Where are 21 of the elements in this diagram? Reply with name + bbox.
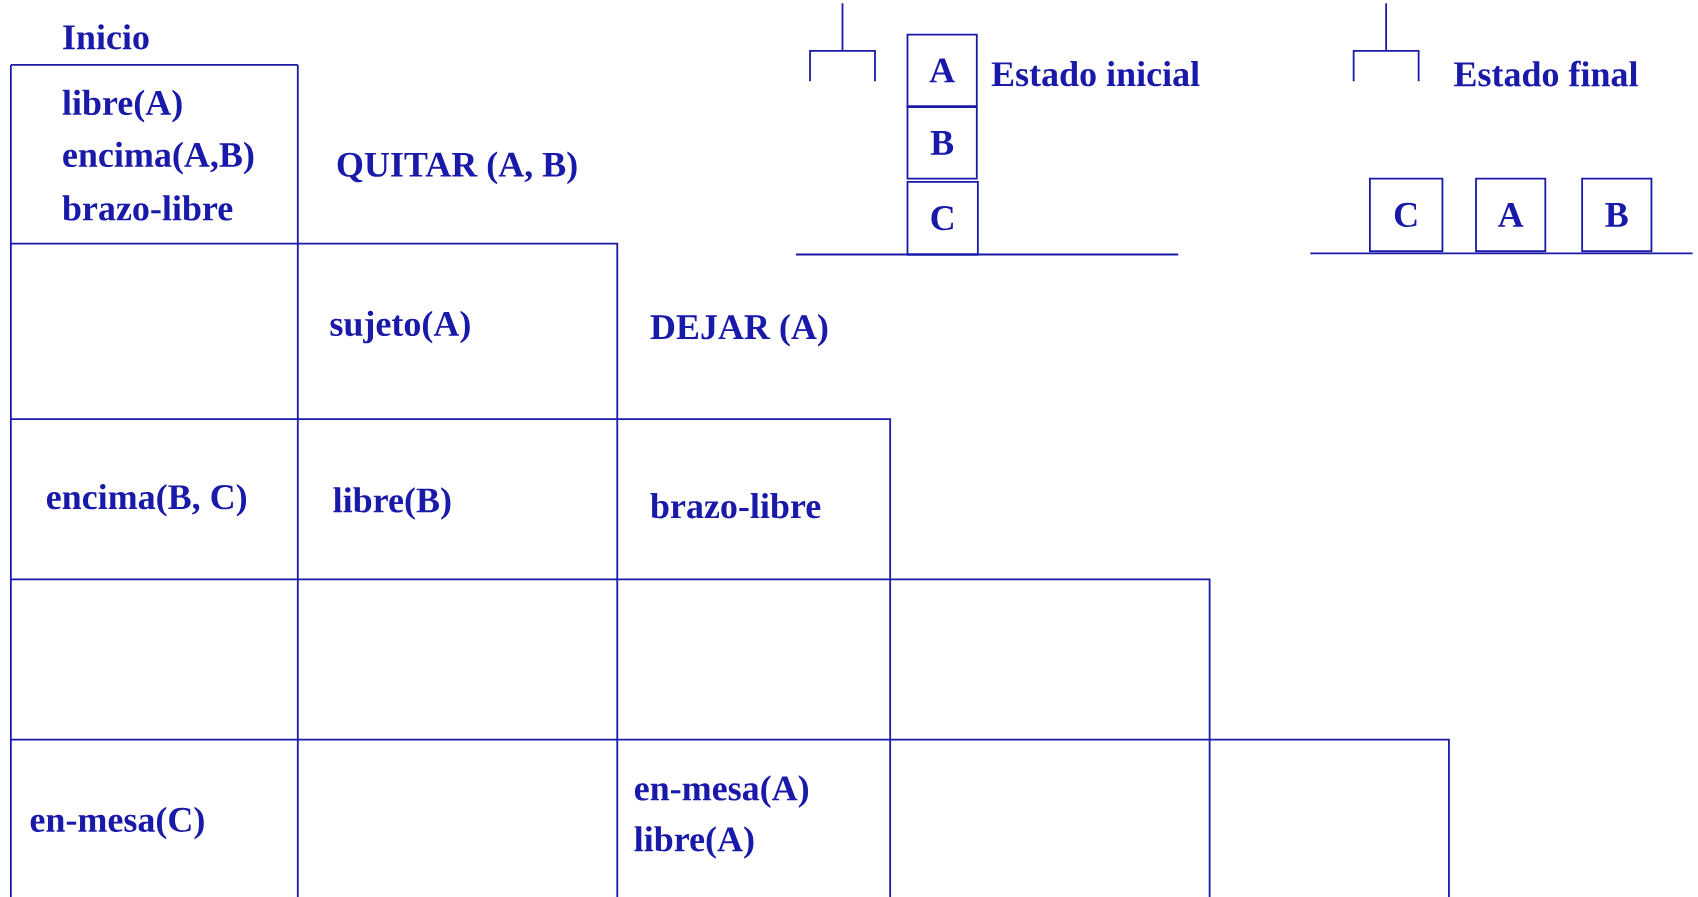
cell-text: brazo-libre (62, 195, 233, 221)
cell-text: Inicio (63, 24, 149, 50)
cell-text: Estado final (1454, 60, 1638, 87)
block-box: A (906, 33, 978, 108)
cell-text: QUITAR (A, B) (337, 151, 577, 185)
block-box: B (906, 106, 978, 180)
cell-text: DEJAR (A) (650, 314, 828, 347)
block-box: C (906, 181, 979, 256)
cell-text: sujeto(A) (330, 310, 470, 344)
cell-text: libre(A) (62, 89, 182, 123)
block-box: B (1581, 177, 1653, 253)
block-box: A (1475, 177, 1547, 253)
cell-text: encima(B, C) (46, 484, 247, 517)
cell-text: en-mesa(C) (30, 806, 204, 840)
cell-text: encima(A,B) (63, 141, 254, 175)
cell-text: libre(B) (333, 487, 451, 520)
cell-text: libre(A) (634, 826, 754, 859)
cell-text: brazo-libre (650, 493, 821, 519)
cell-text: Estado inicial (991, 61, 1200, 87)
block-box: C (1369, 177, 1444, 253)
cell-text: en-mesa(A) (634, 775, 809, 808)
